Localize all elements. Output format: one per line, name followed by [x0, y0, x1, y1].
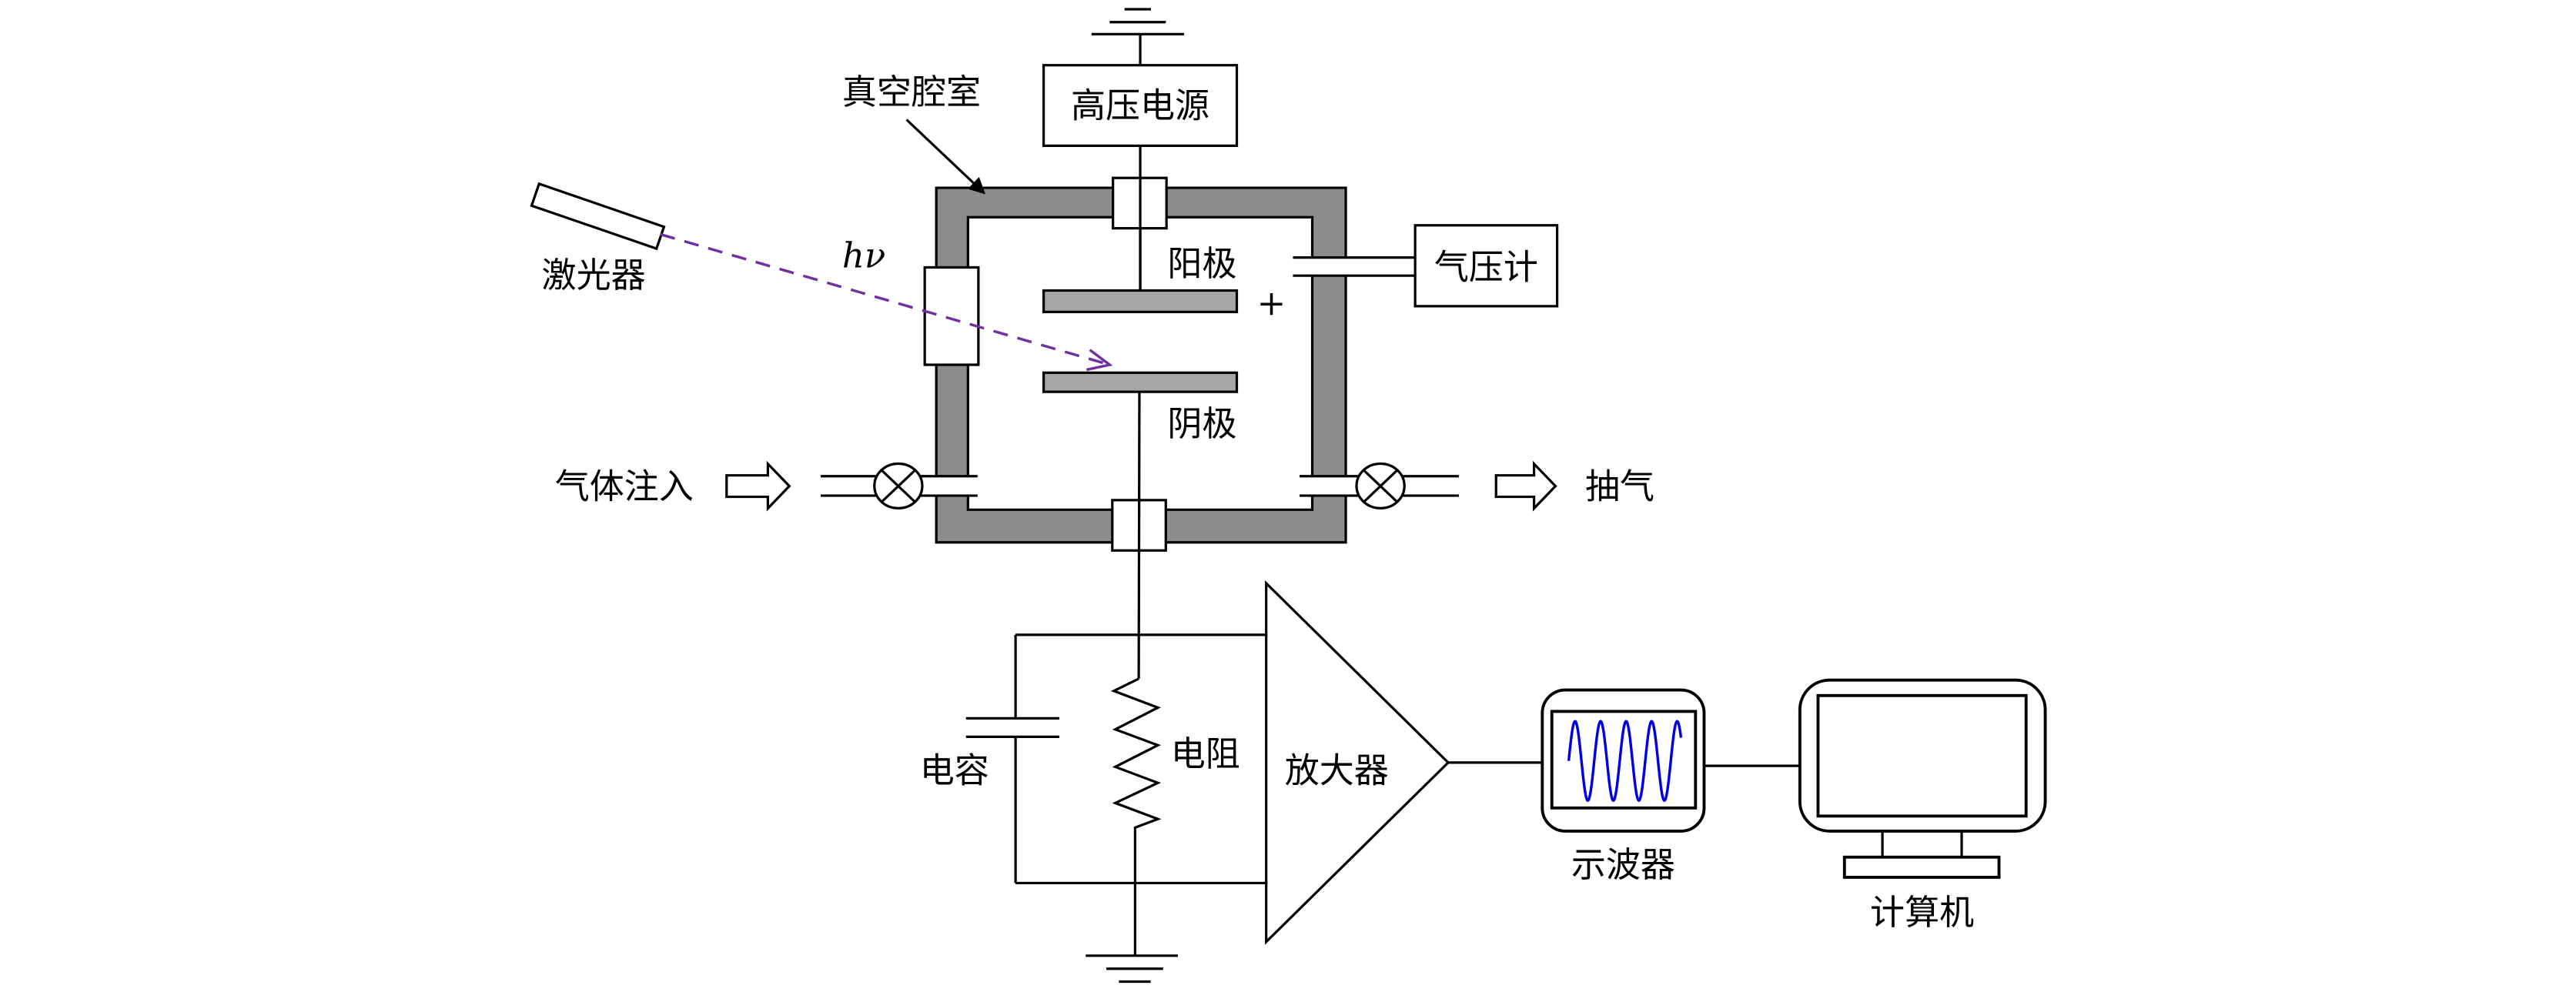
optical-window	[923, 266, 980, 366]
vacuum-chamber-wall	[935, 186, 1347, 544]
computer-label: 计算机	[1870, 892, 1974, 933]
photon-label: hν	[842, 235, 885, 276]
plus-sign: +	[1257, 283, 1286, 324]
inlet-arrow-icon	[725, 460, 791, 512]
oscilloscope-label: 示波器	[1571, 844, 1675, 885]
amplifier-symbol	[1265, 580, 1450, 945]
oscilloscope-icon	[1541, 688, 1706, 833]
laser-beam	[660, 232, 1110, 366]
anode-plate	[1042, 289, 1239, 313]
gas-inlet-label: 气体注入	[555, 466, 694, 507]
outlet-arrow-icon	[1494, 460, 1557, 512]
laser-device	[530, 182, 666, 251]
ground-symbol-top	[1091, 8, 1184, 65]
anode-label: 阳极	[1167, 243, 1236, 284]
pump-outlet: 抽气	[1300, 460, 1654, 512]
laser-label: 激光器	[542, 255, 646, 296]
resistor-symbol	[1110, 677, 1162, 956]
capacitor-label: 电容	[920, 750, 989, 791]
cathode-label: 阴极	[1167, 403, 1236, 444]
resistor-label: 电阻	[1171, 733, 1240, 774]
chamber-pointer-arrow	[905, 119, 985, 195]
laser-beam-arrowhead	[1086, 349, 1113, 372]
hv-supply-label: 高压电源	[1071, 85, 1209, 125]
ground-symbol-bottom	[1086, 954, 1178, 984]
outlet-valve-icon	[1355, 462, 1406, 509]
amplifier-label: 放大器	[1285, 750, 1389, 791]
pressure-gauge-label: 气压计	[1434, 246, 1538, 287]
vacuum-chamber-label: 真空腔室	[842, 72, 981, 112]
pump-out-label: 抽气	[1585, 466, 1654, 507]
hv-supply-box: 高压电源	[1042, 64, 1239, 147]
computer-icon	[1798, 678, 2047, 879]
cathode-plate	[1042, 371, 1239, 393]
inlet-valve-icon	[873, 462, 924, 509]
capacitor-symbol	[965, 634, 1059, 883]
gas-inlet: 气体注入	[555, 460, 978, 512]
oscilloscope-waveform	[1567, 720, 1683, 803]
pressure-gauge: 气压计	[1293, 224, 1559, 308]
